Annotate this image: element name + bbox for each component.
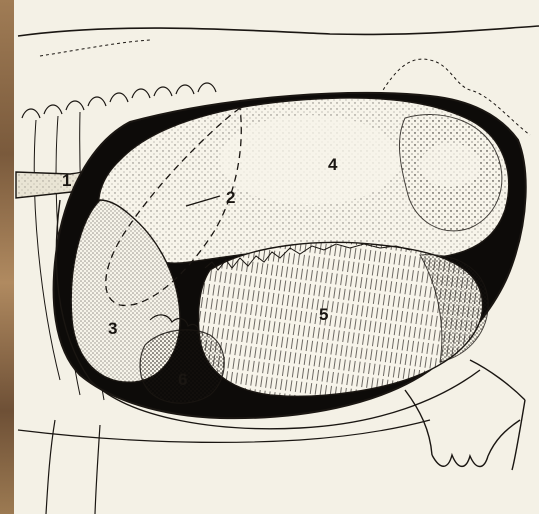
label-3: 3 (108, 319, 117, 338)
label-2: 2 (226, 188, 235, 207)
label-4: 4 (328, 155, 338, 174)
lower-sac-6 (140, 330, 224, 403)
label-1: 1 (62, 171, 71, 190)
rumen-highlight-2 (420, 143, 480, 187)
label-6: 6 (178, 370, 187, 389)
label-5: 5 (319, 305, 328, 324)
rumen-highlight (220, 115, 400, 205)
